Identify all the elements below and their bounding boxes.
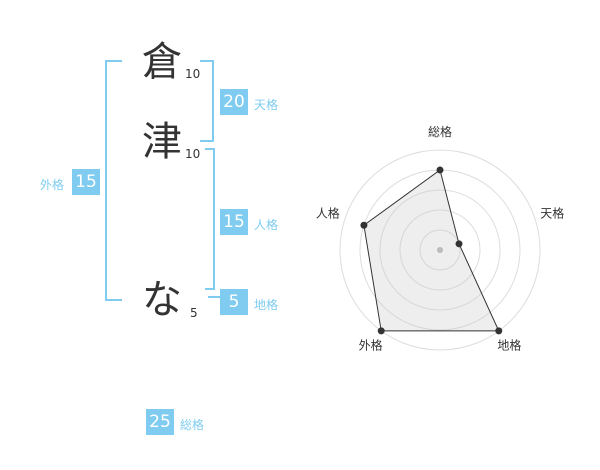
jinkaku-badge: 15 bbox=[220, 209, 248, 235]
jinkaku-label: 人格 bbox=[254, 218, 279, 232]
radar-axis-label-1: 総格 bbox=[428, 124, 452, 139]
name-char-3: な bbox=[142, 277, 182, 323]
radar-ring-5 bbox=[339, 149, 541, 351]
radar-ring-2 bbox=[399, 209, 481, 291]
radar-axis-label-5: 人格 bbox=[316, 206, 340, 221]
name-char-2: 津 bbox=[142, 119, 182, 165]
gaikaku-bracket bbox=[105, 60, 122, 301]
stroke-count-2: 10 bbox=[185, 147, 201, 161]
name-char-1: 倉 bbox=[142, 39, 182, 85]
chikaku-connector bbox=[208, 296, 220, 298]
radar-point-2 bbox=[455, 240, 463, 248]
radar-ring-1 bbox=[419, 229, 461, 271]
stroke-count-3: 5 bbox=[190, 306, 198, 320]
radar-axis-label-3: 地格 bbox=[497, 337, 521, 352]
radar-axis-label-4: 外格 bbox=[359, 337, 383, 352]
radar-point-4 bbox=[377, 327, 385, 335]
radar-axis-label-2: 天格 bbox=[540, 206, 564, 221]
chikaku-label: 地格 bbox=[254, 298, 279, 312]
gaikaku-label: 外格 bbox=[40, 178, 65, 192]
radar-point-5 bbox=[360, 221, 368, 229]
radar-point-1 bbox=[436, 166, 444, 174]
radar-point-3 bbox=[495, 327, 503, 335]
radar-ring-3 bbox=[379, 189, 501, 311]
jinkaku-bracket bbox=[205, 148, 215, 290]
radar-center bbox=[437, 247, 443, 253]
tenkaku-badge: 20 bbox=[220, 89, 248, 115]
gaikaku-badge: 15 bbox=[72, 169, 100, 195]
radar-area bbox=[363, 169, 500, 332]
soukaku-badge: 25 bbox=[146, 409, 174, 435]
soukaku-label: 総格 bbox=[180, 418, 205, 432]
tenkaku-bracket bbox=[200, 60, 214, 142]
chikaku-badge: 5 bbox=[220, 289, 248, 315]
tenkaku-label: 天格 bbox=[254, 98, 279, 112]
stroke-count-1: 10 bbox=[185, 67, 201, 81]
